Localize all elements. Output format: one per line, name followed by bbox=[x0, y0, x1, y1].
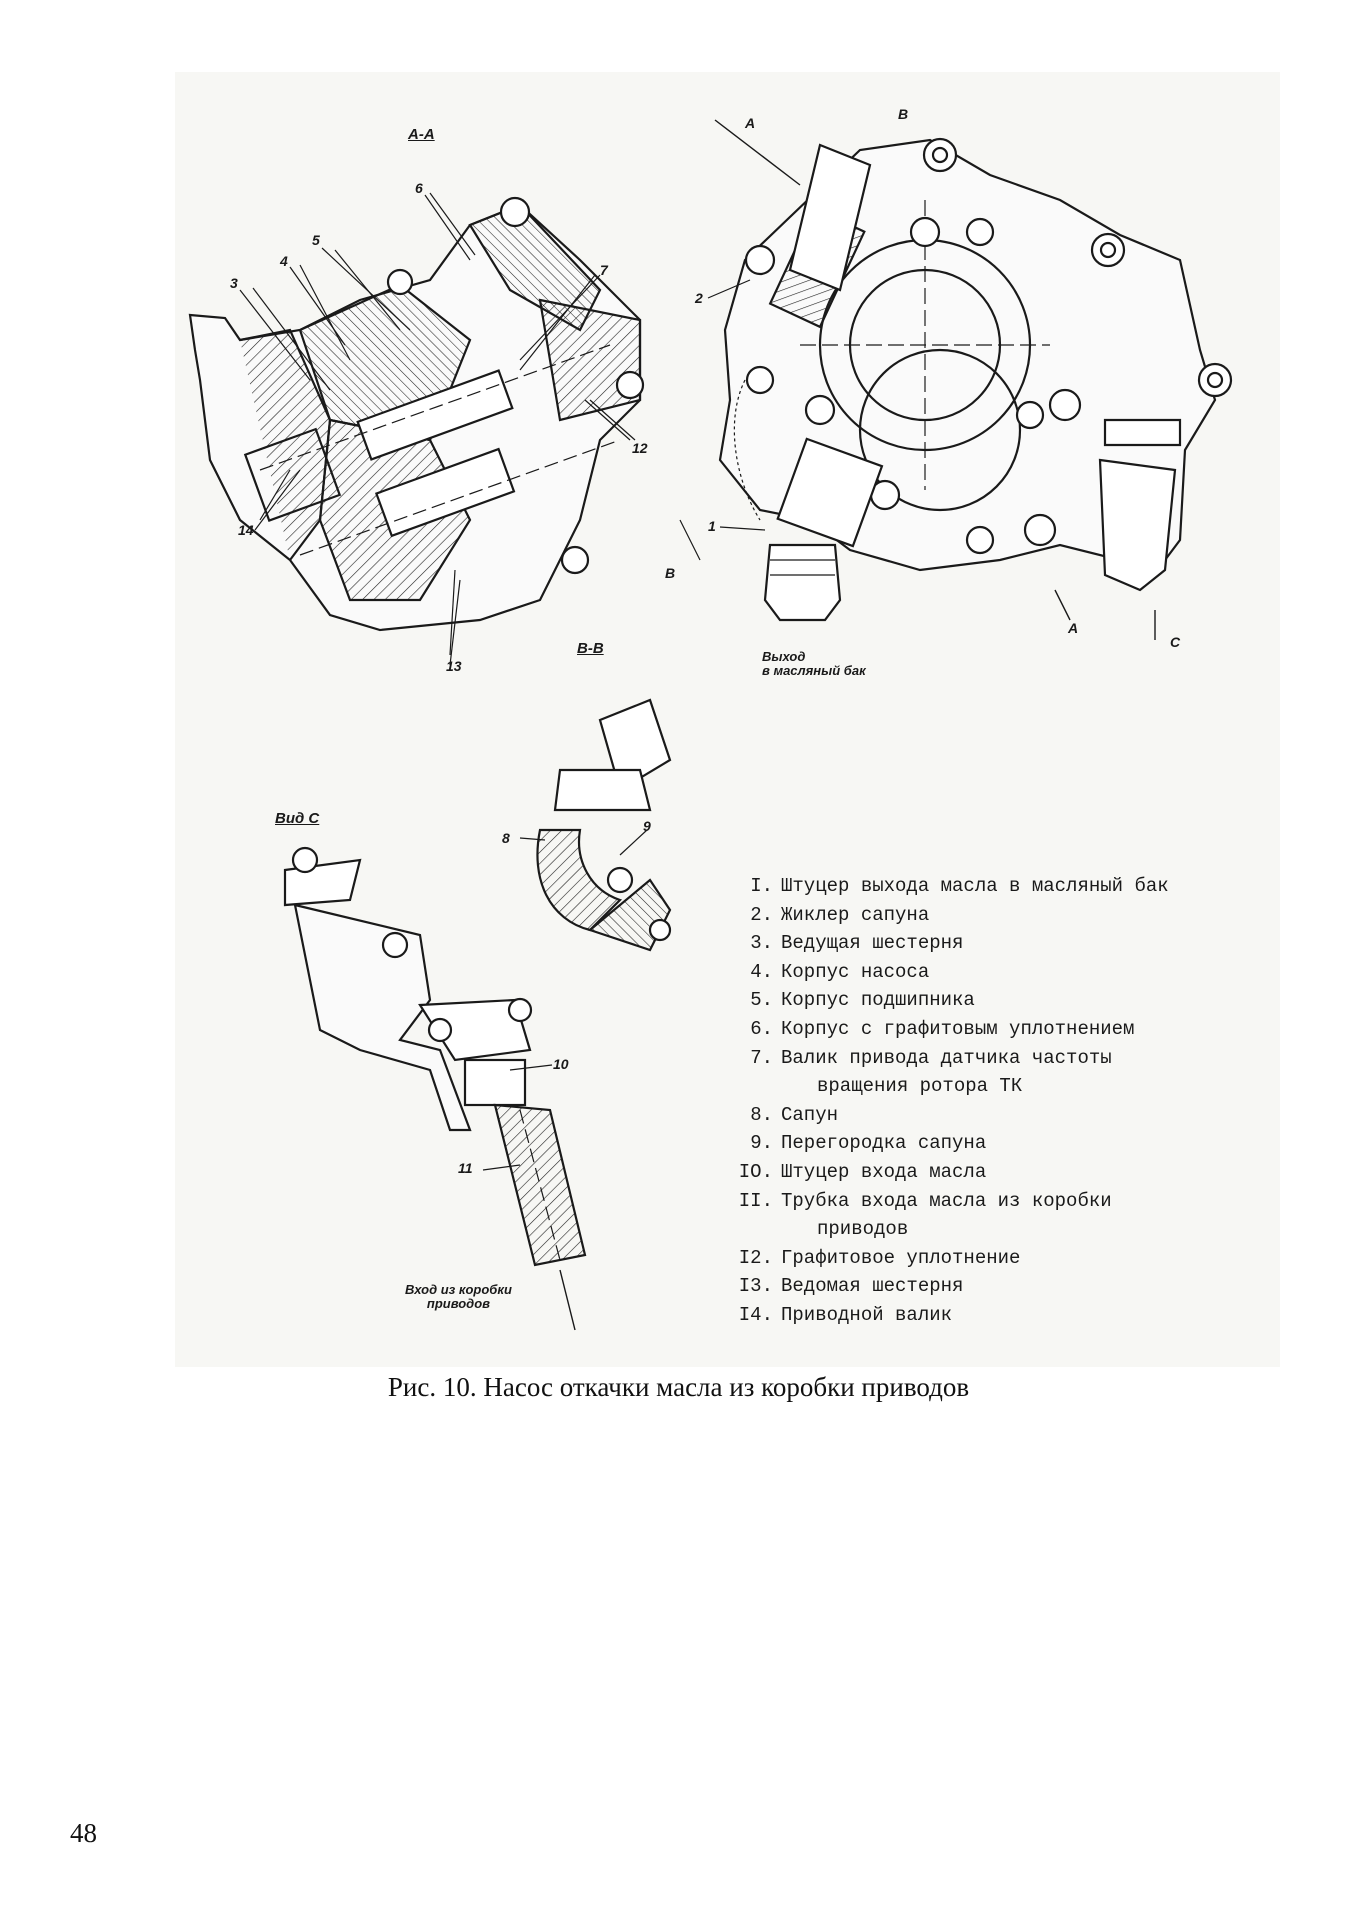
callout-1: 1 bbox=[708, 518, 716, 534]
section-bb-drawing bbox=[536, 698, 672, 952]
view-c-label: Вид С bbox=[275, 810, 320, 827]
section-bb-label: В-В bbox=[577, 640, 604, 657]
callout-3: 3 bbox=[230, 275, 238, 291]
parts-legend: I.Штуцер выхода масла в масляный бак 2.Ж… bbox=[737, 872, 1257, 1330]
callout-12: 12 bbox=[632, 440, 648, 456]
callout-13: 13 bbox=[446, 658, 462, 674]
callout-2: 2 bbox=[695, 290, 703, 306]
section-aa-label: А-А bbox=[408, 126, 435, 143]
cut-mark-a-top: А bbox=[745, 115, 756, 131]
legend-item: IO.Штуцер входа масла bbox=[738, 1160, 987, 1183]
callout-7: 7 bbox=[600, 262, 608, 278]
callout-11: 11 bbox=[458, 1160, 473, 1176]
legend-item: 5.Корпус подшипника bbox=[750, 989, 975, 1012]
cut-mark-b-top: В bbox=[898, 106, 909, 122]
callout-5: 5 bbox=[312, 232, 320, 248]
legend-item: 9.Перегородка сапуна bbox=[750, 1132, 987, 1155]
cut-mark-b-bottom: В bbox=[665, 565, 676, 581]
page-number: 48 bbox=[70, 1818, 97, 1848]
callout-4: 4 bbox=[280, 253, 288, 269]
legend-item: I3.Ведомая шестерня bbox=[738, 1275, 964, 1298]
callout-6: 6 bbox=[415, 180, 423, 196]
cut-mark-a-bottom: А bbox=[1068, 620, 1079, 636]
legend-item: I4.Приводной валик bbox=[738, 1303, 953, 1326]
view-c-drawing bbox=[283, 846, 587, 1331]
legend-item: II.Трубка входа масла из коробки bbox=[738, 1189, 1112, 1212]
section-aa-drawing bbox=[188, 194, 645, 666]
callout-14: 14 bbox=[238, 522, 254, 538]
legend-item: 8.Сапун bbox=[750, 1103, 839, 1126]
legend-item: 4.Корпус насоса bbox=[750, 960, 930, 983]
front-view-drawing bbox=[679, 119, 1233, 640]
outlet-note-line-1: Выход bbox=[762, 649, 806, 664]
outlet-note: Выход в масляный бак bbox=[762, 650, 866, 678]
callout-10: 10 bbox=[553, 1056, 569, 1072]
outlet-note-line-2: в масляный бак bbox=[762, 663, 866, 678]
callout-9: 9 bbox=[643, 818, 651, 834]
legend-item: I2.Графитовое уплотнение bbox=[738, 1246, 1021, 1269]
legend-item: 2.Жиклер сапуна bbox=[750, 903, 930, 926]
cut-mark-c: С bbox=[1170, 634, 1181, 650]
inlet-note-line-2: приводов bbox=[426, 1296, 490, 1311]
legend-item: 6.Корпус с графитовым уплотнением bbox=[750, 1017, 1135, 1040]
legend-item-continued: вращения ротора ТК bbox=[817, 1075, 1023, 1098]
legend-item-continued: приводов bbox=[817, 1218, 909, 1241]
legend-item: I.Штуцер выхода масла в масляный бак bbox=[750, 875, 1169, 897]
figure-caption: Рис. 10. Насос откачки масла из коробки … bbox=[387, 1372, 970, 1402]
legend-item: 3.Ведущая шестерня bbox=[750, 932, 964, 955]
callout-8: 8 bbox=[502, 830, 510, 846]
inlet-note-line-1: Вход из коробки bbox=[405, 1282, 512, 1297]
inlet-note: Вход из коробки приводов bbox=[405, 1283, 512, 1311]
legend-item: 7.Валик привода датчика частоты bbox=[750, 1046, 1112, 1069]
